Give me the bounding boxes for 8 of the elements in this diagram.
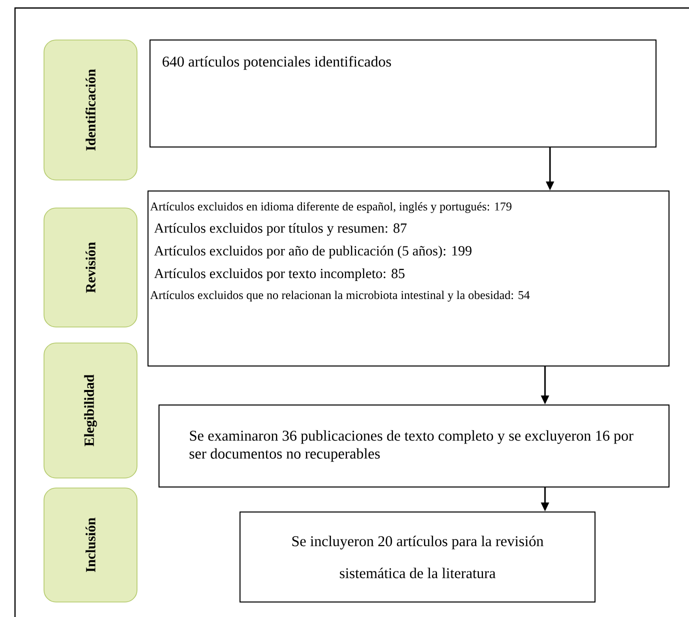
stage-label: Revisión: [44, 208, 138, 328]
process-box: Artículos excluidos en idioma diferente de español, inglés y portugués: 179 Artículos excluidos por títulos y resumen: 87 Artículos excluidos por año de publicación (5 años): 199 Artículos excluidos por texto incompleto: 85 Artículos excluidos que no relacionan la microbiota intestinal y la obesidad: 54: [148, 190, 670, 366]
stage-label: Inclusión: [44, 488, 138, 602]
process-box: 640 artículos potenciales identificados: [150, 40, 656, 148]
process-box: Se examinaron 36 publicaciones de texto completo y se excluyeron 16 por ser documentos no recuperables: [158, 404, 670, 488]
stage-label: Identificación: [44, 40, 138, 180]
process-box: Se incluyeron 20 artículos para la revisión sistemática de la literatura: [240, 512, 596, 602]
stage-label: Elegibilidad: [44, 342, 138, 478]
